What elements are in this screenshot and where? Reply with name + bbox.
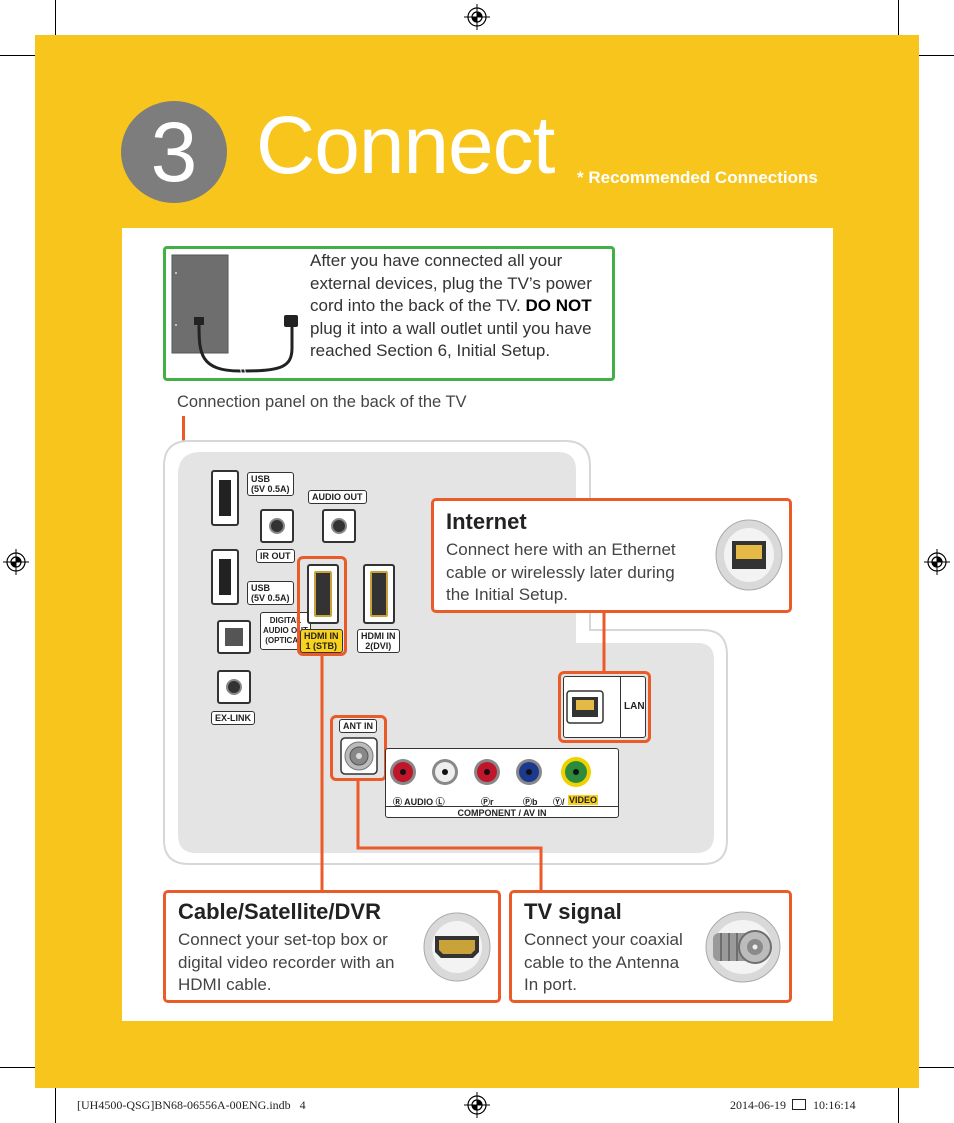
power-note-text-start: After you have connected all your extern… xyxy=(310,251,592,315)
component-jacks xyxy=(390,757,591,787)
hdmi-2-port xyxy=(363,564,395,624)
ant-in-label: ANT IN xyxy=(339,719,377,733)
component-divider xyxy=(386,806,618,807)
registration-mark-icon xyxy=(3,549,29,575)
registration-mark-icon xyxy=(924,549,950,575)
usb-port-1 xyxy=(211,470,239,526)
recommended-connections-note: * Recommended Connections xyxy=(577,168,818,187)
hdmi-1-label: HDMI IN 1 (STB) xyxy=(300,629,343,653)
crop-mark xyxy=(898,1088,899,1123)
power-note-emphasis: DO NOT xyxy=(525,296,592,315)
crop-mark xyxy=(919,55,954,56)
footer-time: 10:16:14 xyxy=(813,1098,856,1112)
video-y-label: Ⓨ/ xyxy=(553,797,565,807)
pr-label: Ⓟr xyxy=(481,797,494,807)
ir-out-label: IR OUT xyxy=(256,549,295,563)
hdmi-port-icon xyxy=(423,912,491,982)
power-note-box xyxy=(163,246,615,381)
cable-satellite-body: Connect your set-top box or digital vide… xyxy=(178,930,395,994)
page-title: Connect xyxy=(256,100,555,191)
footer-file-name: [UH4500-QSG]BN68-06556A-00ENG.indb 4 xyxy=(77,1098,306,1112)
ir-out-port xyxy=(260,509,294,543)
tv-signal-title: TV signal xyxy=(524,899,622,924)
cable-satellite-title: Cable/Satellite/DVR xyxy=(178,899,381,924)
crop-mark xyxy=(0,1067,35,1068)
component-av-label: COMPONENT / AV IN xyxy=(457,808,547,818)
hdmi-1-highlight xyxy=(297,556,347,656)
panel-label-pointer xyxy=(182,416,185,446)
coaxial-port-icon xyxy=(705,911,781,983)
internet-title: Internet xyxy=(446,509,527,534)
ex-link-port xyxy=(217,670,251,704)
crop-mark xyxy=(55,1088,56,1123)
lan-divider xyxy=(620,676,621,738)
power-note-text-end: plug it into a wall outlet until you hav… xyxy=(310,318,592,361)
crop-mark xyxy=(919,1067,954,1068)
power-note-text: After you have connected all your extern… xyxy=(310,250,610,363)
audio-out-label: AUDIO OUT xyxy=(308,490,367,504)
internet-body: Connect here with an Ethernet cable or w… xyxy=(446,540,676,604)
optical-audio-port xyxy=(217,620,251,654)
audio-rl-label: Ⓡ AUDIO Ⓛ xyxy=(393,797,445,807)
ethernet-port-icon xyxy=(715,519,783,591)
tv-power-cord-illustration xyxy=(171,254,298,377)
footer-unknown-glyph xyxy=(792,1099,806,1110)
crop-mark xyxy=(898,0,899,35)
registration-mark-icon xyxy=(464,1092,490,1118)
lan-port xyxy=(566,690,604,724)
lan-label: LAN xyxy=(624,701,645,712)
ant-in-port xyxy=(340,737,378,775)
hdmi-2-label: HDMI IN 2(DVI) xyxy=(357,629,400,653)
crop-mark xyxy=(55,0,56,35)
pb-label: Ⓟb xyxy=(523,797,538,807)
step-number-badge: 3 xyxy=(121,101,227,203)
crop-mark xyxy=(0,55,35,56)
connection-panel-label: Connection panel on the back of the TV xyxy=(177,393,467,411)
tv-signal-body: Connect your coaxial cable to the Antenn… xyxy=(524,930,683,994)
video-label: VIDEO xyxy=(568,795,599,805)
footer-date: 2014-06-19 xyxy=(730,1098,786,1112)
audio-out-port xyxy=(322,509,356,543)
usb-port-2 xyxy=(211,549,239,605)
registration-mark-icon xyxy=(464,4,490,30)
usb-port-2-label: USB (5V 0.5A) xyxy=(247,581,294,605)
ex-link-label: EX-LINK xyxy=(211,711,255,725)
lan-highlight xyxy=(558,671,651,743)
hdmi-1-port xyxy=(307,564,339,624)
usb-port-1-label: USB (5V 0.5A) xyxy=(247,472,294,496)
